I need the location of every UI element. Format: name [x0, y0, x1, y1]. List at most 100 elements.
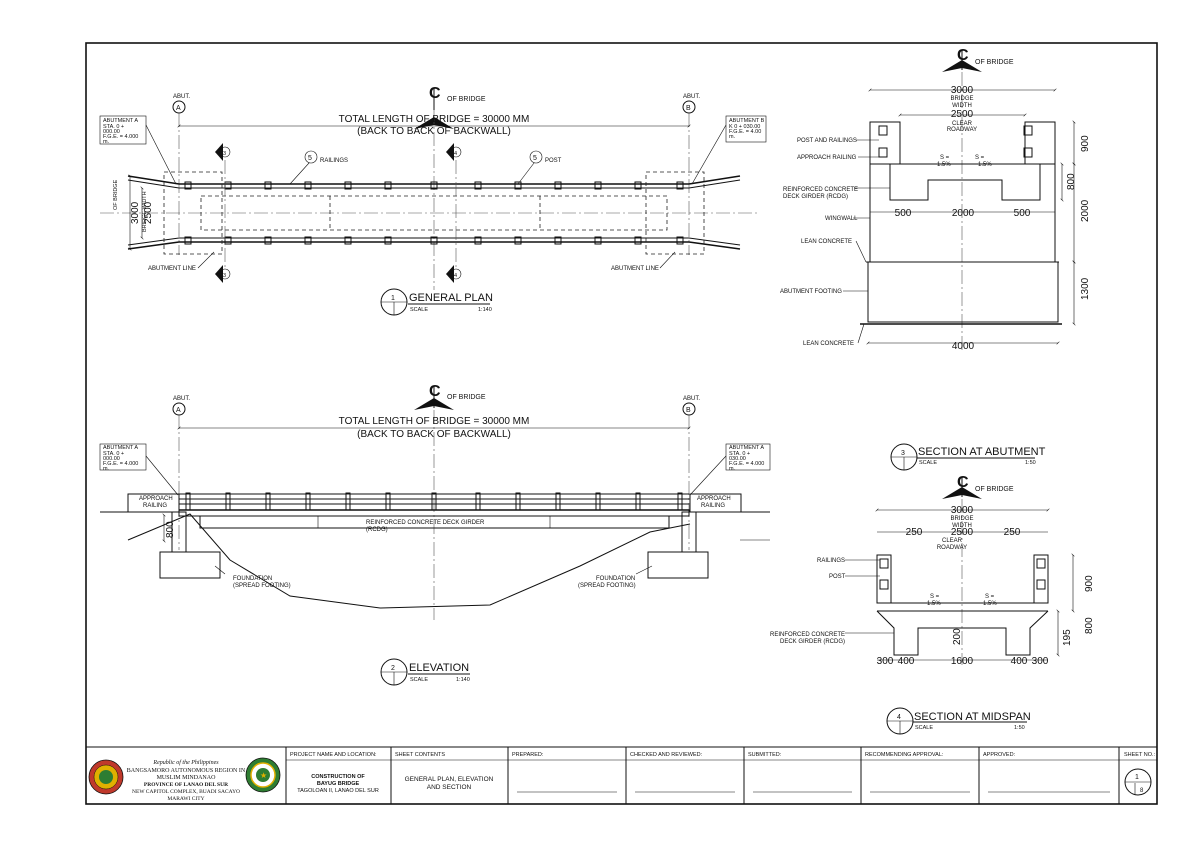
svg-text:300: 300: [877, 656, 894, 667]
svg-text:1:50: 1:50: [1014, 725, 1025, 731]
svg-text:K 0 + 030.00: K 0 + 030.00: [729, 124, 760, 130]
svg-text:1.5%: 1.5%: [937, 162, 951, 168]
svg-text:195: 195: [1062, 629, 1073, 646]
svg-text:1600: 1600: [951, 656, 974, 667]
svg-text:CHECKED AND REVIEWED:: CHECKED AND REVIEWED:: [630, 752, 703, 758]
svg-text:400: 400: [898, 656, 915, 667]
svg-text:B: B: [686, 407, 691, 414]
abut-b-label: ABUT.: [683, 94, 700, 100]
svg-text:LEAN CONCRETE: LEAN CONCRETE: [803, 341, 854, 347]
svg-text:S =: S =: [940, 155, 950, 161]
svg-text:LEAN CONCRETE: LEAN CONCRETE: [801, 239, 852, 245]
svg-text:C: C: [429, 85, 441, 102]
svg-text:BRIDGE: BRIDGE: [950, 96, 973, 102]
svg-text:APPROVED:: APPROVED:: [983, 752, 1016, 758]
abutment-a-note: ABUTMENT A STA. 0 + 000.00 F.G.E. = 4.00…: [103, 118, 138, 145]
svg-text:300: 300: [1032, 656, 1049, 667]
svg-text:2500: 2500: [951, 109, 974, 120]
elev-girder-label: REINFORCED CONCRETE DECK GIRDER: [366, 520, 485, 526]
svg-text:m.: m.: [103, 466, 110, 472]
svg-text:900: 900: [1084, 575, 1095, 592]
svg-text:SECTION AT MIDSPAN: SECTION AT MIDSPAN: [914, 711, 1031, 723]
svg-text:F.G.E. = 4.000: F.G.E. = 4.000: [103, 134, 138, 140]
plan-width-note: BRIDGE WIDTH: [142, 191, 148, 232]
svg-text:PROJECT NAME AND LOCATION:: PROJECT NAME AND LOCATION:: [290, 752, 377, 758]
svg-text:WIDTH: WIDTH: [952, 523, 972, 529]
svg-text:CLEAR: CLEAR: [942, 538, 963, 544]
svg-text:REINFORCED CONCRETE: REINFORCED CONCRETE: [770, 632, 845, 638]
abut-a-label: ABUT.: [173, 94, 190, 100]
centerline-symbol-sm: C OF BRIDGE: [942, 474, 1014, 499]
svg-text:000.00: 000.00: [103, 129, 120, 135]
svg-text:1: 1: [1135, 774, 1139, 781]
section-4-cut: 4 4: [446, 143, 462, 283]
svg-text:4: 4: [454, 151, 457, 157]
contents-line1: GENERAL PLAN, ELEVATION: [405, 776, 494, 783]
centerline-symbol-sa: C OF BRIDGE: [942, 47, 1014, 72]
elev-abutment-a-right-note: ABUTMENT A STA. 0 + 030.00 F.G.E. = 4.00…: [729, 445, 764, 472]
svg-text:C: C: [429, 383, 441, 400]
plan-cl-vertical: OF BRIDGE: [113, 179, 119, 210]
svg-text:2000: 2000: [952, 208, 975, 219]
svg-text:APPROACH: APPROACH: [697, 496, 731, 502]
svg-text:8: 8: [1140, 788, 1144, 794]
svg-text:STA. 0 +: STA. 0 +: [103, 451, 124, 457]
svg-text:S =: S =: [975, 155, 985, 161]
plan-width-3000: 3000: [130, 201, 141, 224]
svg-text:500: 500: [895, 208, 912, 219]
project-line3: TAGOLOAN II, LANAO DEL SUR: [297, 788, 379, 794]
svg-text:ABUT.: ABUT.: [683, 396, 700, 402]
svg-text:m.: m.: [103, 139, 110, 145]
svg-text:(SPREAD FOOTING): (SPREAD FOOTING): [233, 583, 291, 589]
svg-text:3: 3: [901, 450, 905, 457]
svg-text:APPROACH: APPROACH: [139, 496, 173, 502]
svg-text:200: 200: [952, 628, 963, 645]
province-seal: [88, 759, 124, 795]
svg-text:RAILINGS: RAILINGS: [817, 558, 845, 564]
elev-total-line2: (BACK TO BACK OF BACKWALL): [357, 429, 511, 440]
svg-text:POST AND RAILINGS: POST AND RAILINGS: [797, 138, 857, 144]
elev-girder-label2: (RCDG): [366, 527, 388, 533]
project-line1: CONSTRUCTION OF: [311, 774, 365, 780]
centerline-symbol-elev: C OF BRIDGE: [414, 383, 486, 410]
svg-text:FOUNDATION: FOUNDATION: [233, 576, 272, 582]
plan-posts: [184, 181, 684, 245]
svg-text:RECOMMENDING APPROVAL:: RECOMMENDING APPROVAL:: [865, 752, 944, 758]
svg-text:2500: 2500: [951, 527, 974, 538]
svg-text:800: 800: [1066, 173, 1077, 190]
svg-text:REINFORCED CONCRETE: REINFORCED CONCRETE: [783, 187, 858, 193]
svg-text:RAILING: RAILING: [143, 503, 167, 509]
svg-text:4: 4: [454, 273, 457, 279]
svg-text:OF BRIDGE: OF BRIDGE: [975, 486, 1014, 493]
svg-text:3: 3: [223, 273, 226, 279]
svg-text:ABUTMENT A: ABUTMENT A: [729, 445, 764, 451]
railings-callout: 5: [308, 155, 312, 162]
svg-text:F.G.E. = 4.000: F.G.E. = 4.000: [103, 461, 138, 467]
sheet-border: [85, 42, 1158, 805]
contents-line2: AND SECTION: [427, 784, 472, 791]
section-abutment-title: 3 SECTION AT ABUTMENT SCALE 1:50: [890, 443, 1046, 471]
svg-text:STA. 0 +: STA. 0 +: [103, 124, 124, 130]
address-text: NEW CAPITOL COMPLEX, BUADI SACAYO: [132, 789, 240, 795]
svg-text:1300: 1300: [1080, 277, 1091, 300]
svg-text:SECTION AT ABUTMENT: SECTION AT ABUTMENT: [918, 446, 1046, 458]
abut-a-letter: A: [176, 105, 181, 112]
svg-text:WIDTH: WIDTH: [952, 103, 972, 109]
project-line2: BAYUG BRIDGE: [317, 781, 360, 787]
svg-text:S =: S =: [985, 594, 995, 600]
svg-text:C: C: [957, 47, 969, 64]
svg-text:000.00: 000.00: [103, 456, 120, 462]
svg-text:S =: S =: [930, 594, 940, 600]
svg-text:ABUTMENT B: ABUTMENT B: [729, 118, 765, 124]
elev-abutment-a-left-note: ABUTMENT A STA. 0 + 000.00 F.G.E. = 4.00…: [103, 445, 138, 472]
total-length-line1: TOTAL LENGTH OF BRIDGE = 30000 MM: [339, 114, 530, 125]
general-plan: C OF BRIDGE ABUT. A ABUT. B TOTAL LENGTH…: [99, 85, 767, 316]
svg-text:1.5%: 1.5%: [927, 601, 941, 607]
svg-text:900: 900: [1080, 135, 1091, 152]
post-callout: 5: [533, 155, 537, 162]
abut-b-letter: B: [686, 105, 691, 112]
svg-text:OF BRIDGE: OF BRIDGE: [975, 59, 1014, 66]
svg-text:ABUT.: ABUT.: [173, 396, 190, 402]
republic-text: Republic of the Philippines: [152, 759, 219, 766]
general-plan-title: 1 GENERAL PLAN SCALE 1:140: [380, 288, 493, 316]
